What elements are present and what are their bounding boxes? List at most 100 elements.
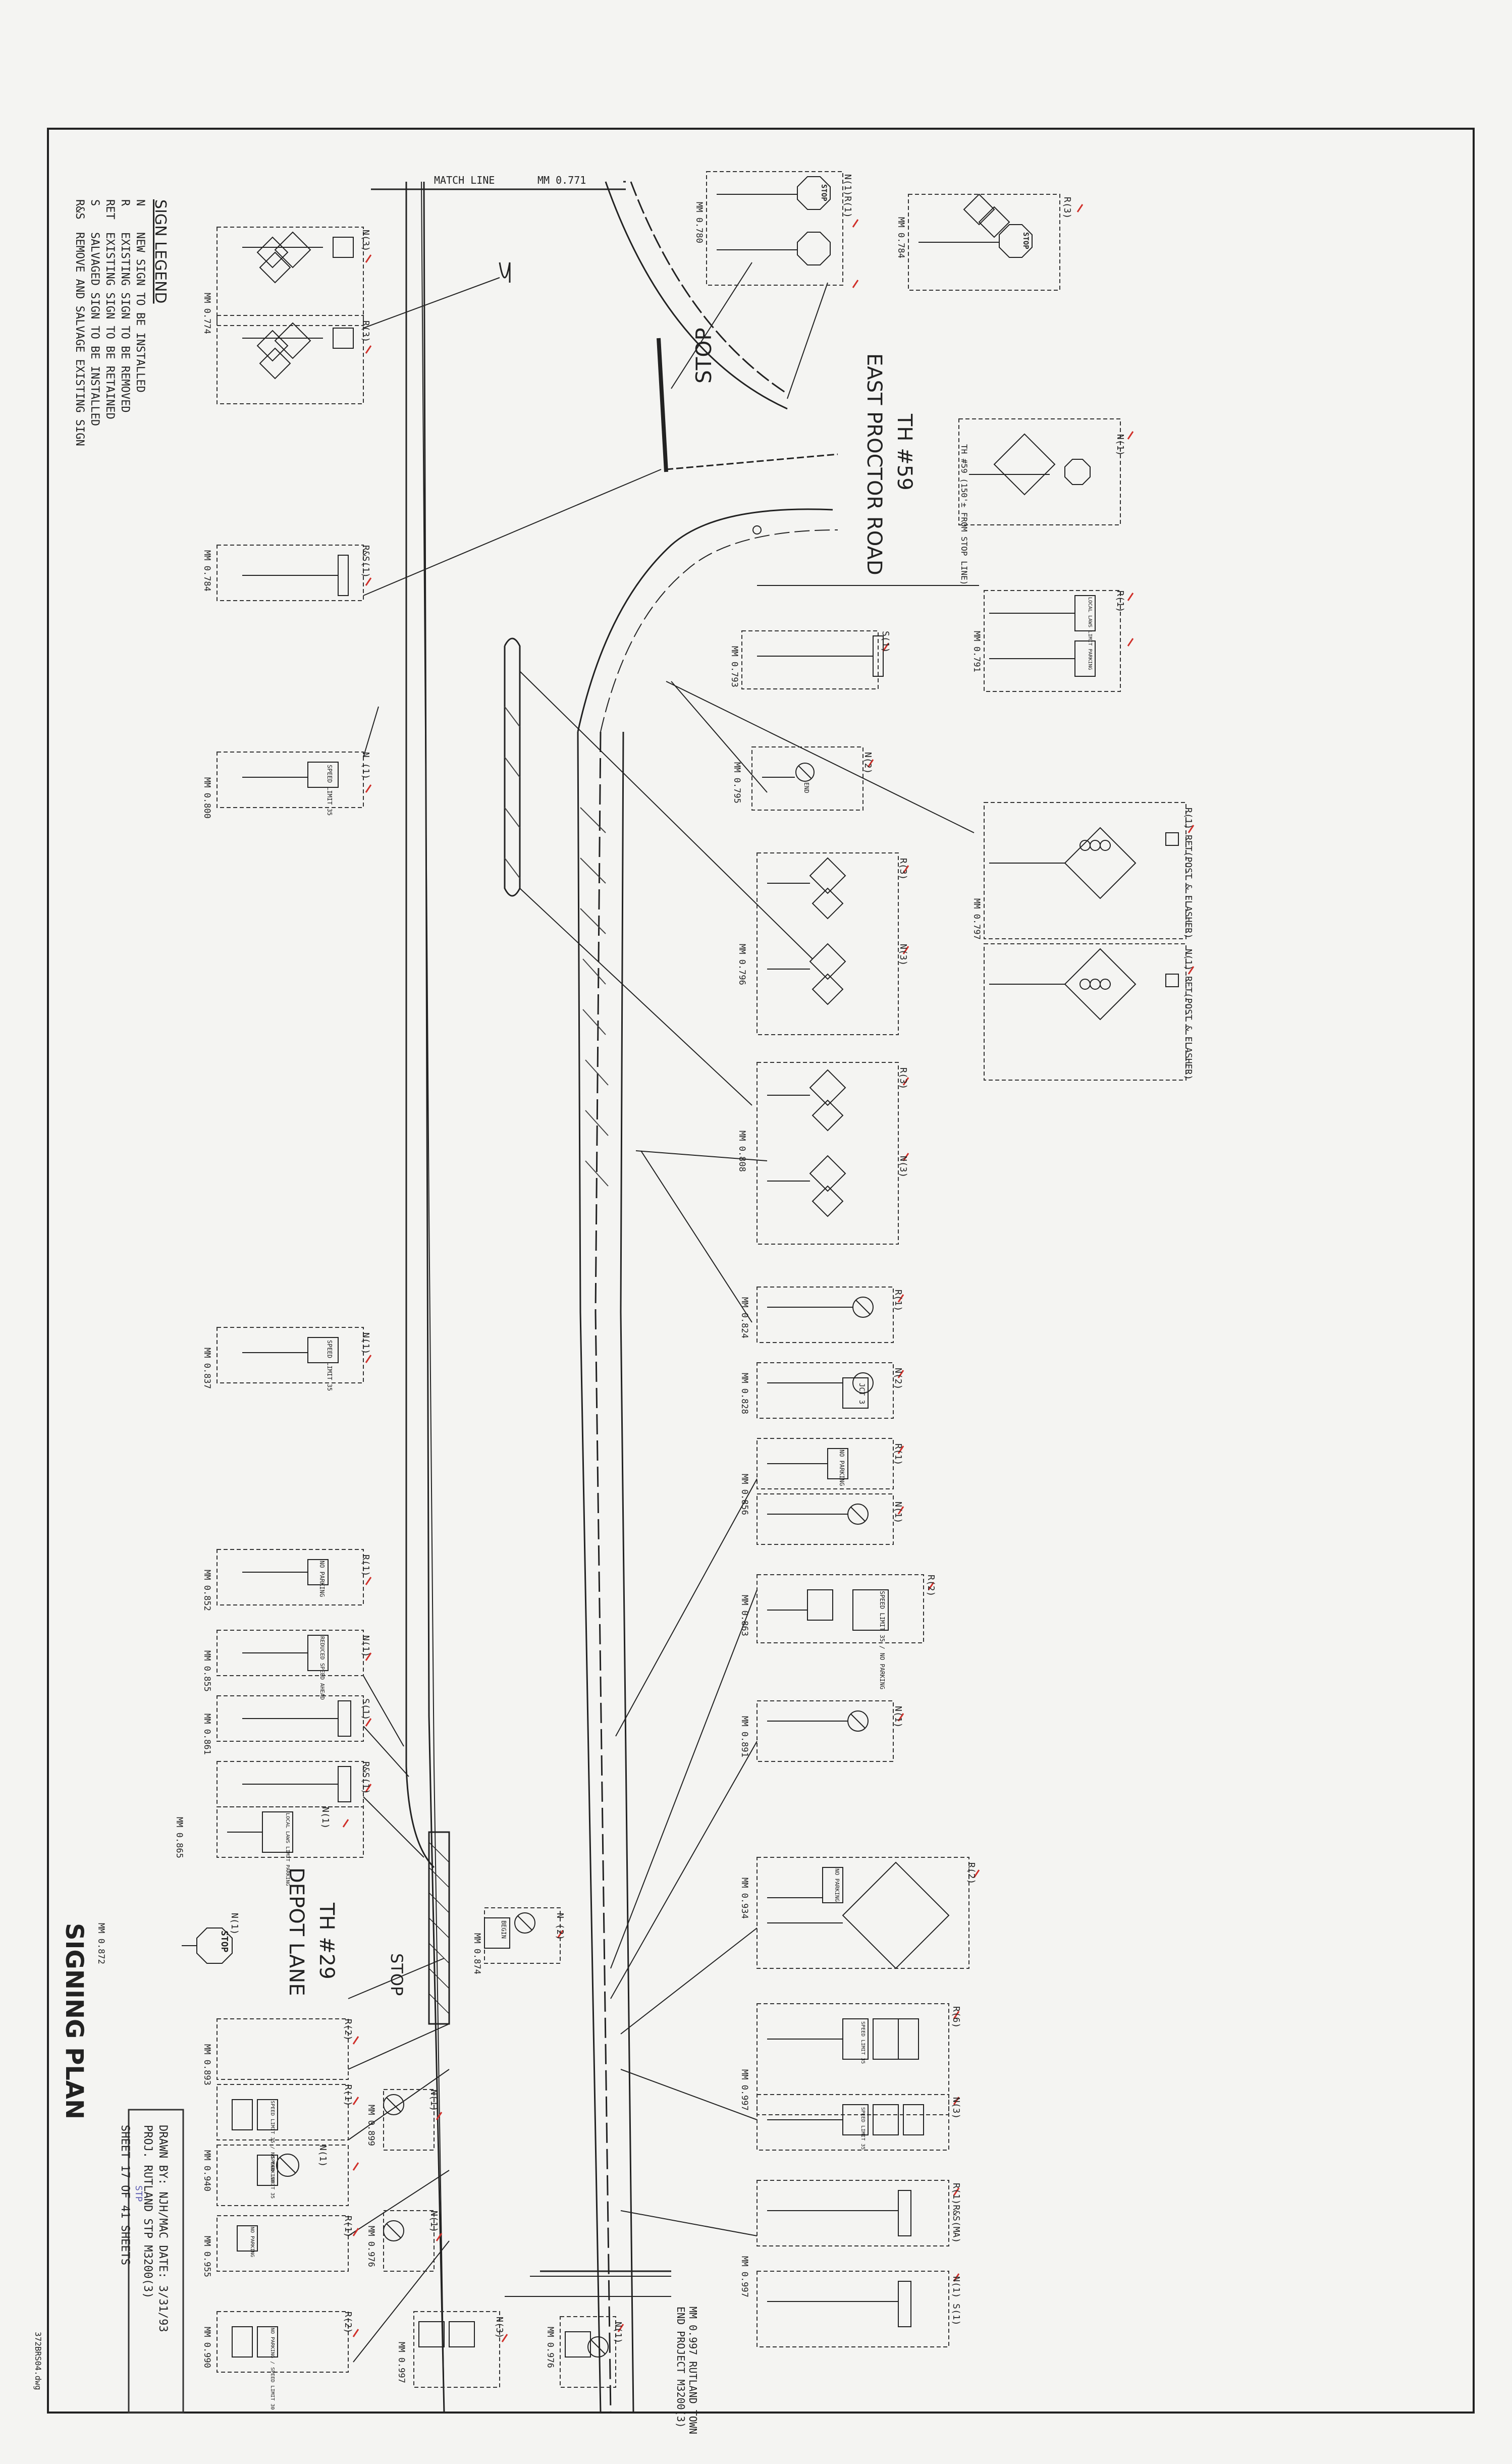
sign-label: N(1) RET(POST & FLASHER) (1183, 949, 1194, 1081)
sign-glyphs (182, 176, 1179, 2358)
sheet-number: SHEET 17 OF 41 SHEETS (119, 2125, 131, 2266)
sign-milemarker: MM 0.997 (396, 2342, 406, 2383)
sign-label: N(1) (317, 2145, 328, 2167)
sign-milemarker: MM 0.893 (202, 2044, 212, 2085)
sign-face-text: END (803, 782, 810, 793)
sign-milemarker: MM 0.899 (366, 2105, 376, 2146)
sign-label: R(1) (893, 1290, 903, 1312)
sign-label: N(3) (898, 1156, 908, 1178)
sign-label: R(6) (951, 2006, 961, 2028)
sign-face-text: NO PARKING (834, 1868, 840, 1902)
sign-milemarker: MM 0.997 (739, 2069, 749, 2111)
sign-milemarker: MM 0.955 (202, 2236, 212, 2277)
sign-face-text: LOCAL LAWS LIMIT PARKING (1087, 597, 1093, 670)
sign-label: R&S(1) (360, 545, 371, 578)
sign-label: N(3) (360, 230, 371, 252)
sign-milemarker: MM 0.861 (202, 1713, 212, 1755)
sign-milemarker: MM 0.828 (739, 1373, 749, 1414)
sign-label: R(2) (343, 2019, 353, 2041)
sign-face-text: REDUCED SPEED AHEAD (319, 1636, 326, 1700)
sign-milemarker: MM 0.824 (739, 1297, 749, 1338)
sign-milemarker: MM 0.863 (739, 1595, 749, 1636)
sign-milemarker: MM 0.791 (971, 631, 982, 672)
plan-title: SIGNING PLAN (60, 1923, 88, 2120)
sign-milemarker: MM 0.852 (202, 1570, 212, 1611)
sign-milemarker: MM 0.800 (202, 777, 212, 819)
sign-milemarker: MM 0.796 (737, 944, 747, 985)
sign-label: R(2) (343, 2312, 353, 2334)
leader-lines (348, 262, 979, 2363)
sign-label: R(2) (966, 1862, 977, 1885)
sign-milemarker: MM 0.872 (96, 1923, 106, 1964)
sign-label: R&S(1) (360, 1761, 371, 1795)
legend-item-text: NEW SIGN TO BE INSTALLED (134, 232, 146, 393)
sign-label: S(1) (880, 631, 891, 653)
file-name: 372BRS04.dwg (33, 2332, 43, 2390)
red-check-marks (342, 204, 1195, 2342)
sign-face-text: NO PARKING / SPEED LIMIT 30 (269, 2328, 275, 2410)
legend-item-code: RET (103, 199, 116, 220)
sign-label: R(1) (343, 2216, 353, 2238)
sign-label: R(2) (926, 1575, 936, 1597)
legend-item-code: R&S (73, 199, 86, 220)
sign-label: N (1) (360, 752, 371, 780)
legend-item-text: EXISTING SIGN TO BE REMOVED (119, 232, 131, 413)
sign-label: N(1) (613, 2322, 623, 2344)
legend-title: SIGN LEGEND (151, 199, 169, 304)
sign-milemarker: MM 0.990 (202, 2327, 212, 2368)
sign-milemarker: MM 0.780 (694, 202, 704, 243)
sign-face-text: SPEED LIMIT 35 (860, 2107, 866, 2150)
sign-milemarker: MM 0.940 (202, 2150, 212, 2191)
sign-milemarker: MM 0.837 (202, 1348, 212, 1389)
stop-pavement-marking: STOP (387, 1953, 406, 1996)
sign-label: N(3) (951, 2097, 961, 2119)
sign-label: N(1) (428, 2090, 439, 2112)
sign-milemarker: MM 0.793 (729, 646, 739, 687)
sign-milemarker: MM 0.784 (896, 217, 906, 258)
sign-label: R(3) (898, 858, 908, 880)
sign-milemarker: MM 0.934 (739, 1878, 749, 1919)
depot-lane-crosswalk (428, 1831, 450, 2025)
project-number: PROJ. RUTLAND STP M3200(3) (141, 2125, 154, 2299)
sign-face-text: STOP (219, 1931, 230, 1953)
legend-item-code: R (119, 199, 131, 206)
sign-caption: TH #59 (150'± FROM STOP LINE) (959, 444, 969, 585)
stop-octagons (196, 176, 1091, 1964)
sign-label: N(1) (360, 1635, 371, 1657)
sign-label: N(1) (229, 1913, 240, 1935)
sign-face-text: SPEED LIMIT 35 / NO PARKING (879, 1591, 886, 1690)
sign-face-text: STOP (820, 184, 828, 201)
sign-label: R(1) (1115, 591, 1125, 613)
stop-pavement-marking: STOP (691, 328, 716, 384)
sign-label: N(1) (893, 1706, 903, 1728)
sign-milemarker: MM 0.795 (732, 762, 742, 804)
sign-label: N(1) (893, 1502, 903, 1524)
sign-milemarker: MM 0.865 (174, 1817, 184, 1858)
sign-label: N(1) (1115, 434, 1125, 456)
match-line-mm: MM 0.771 (537, 174, 586, 186)
sign-face-text: STOP (1021, 232, 1030, 249)
sign-label: N(3) (494, 2317, 505, 2339)
sign-posts (182, 194, 1075, 2302)
sign-label: R(1)R&S(MA) (951, 2183, 961, 2243)
sign-milemarker: MM 0.997 (739, 2256, 749, 2297)
sign-face-text: SPEED LIMIT 35 (860, 2021, 866, 2064)
legend-item-text: EXISTING SIGN TO BE RETAINED (103, 232, 116, 419)
sign-milemarker: MM 0.784 (202, 550, 212, 592)
sign-face-text: NO PARKING (838, 1450, 845, 1486)
sign-milemarker: MM 0.774 (202, 293, 212, 334)
sign-milemarker: MM 0.856 (739, 1474, 749, 1515)
sign-label: N(1) (360, 1332, 371, 1355)
sign-label: R(1) (360, 1555, 371, 1577)
road-name-east-proctor: EAST PROCTOR ROAD (862, 353, 886, 575)
sign-milemarker: MM 0.891 (739, 1716, 749, 1757)
sign-label: R(3) (360, 320, 371, 343)
legend-item-text: REMOVE AND SALVAGE EXISTING SIGN (73, 232, 86, 446)
road-name-th59: TH #59 (893, 414, 916, 491)
sign-label: R(1) (343, 2084, 353, 2107)
sign-label: S(1) (360, 1698, 371, 1721)
legend-item-code: S (88, 199, 101, 206)
sign-milemarker: MM 0.808 (737, 1131, 747, 1172)
sign-face-text: SPEED LIMIT 35 (269, 2156, 275, 2199)
sign-label: N(1) S(1) (951, 2276, 961, 2326)
